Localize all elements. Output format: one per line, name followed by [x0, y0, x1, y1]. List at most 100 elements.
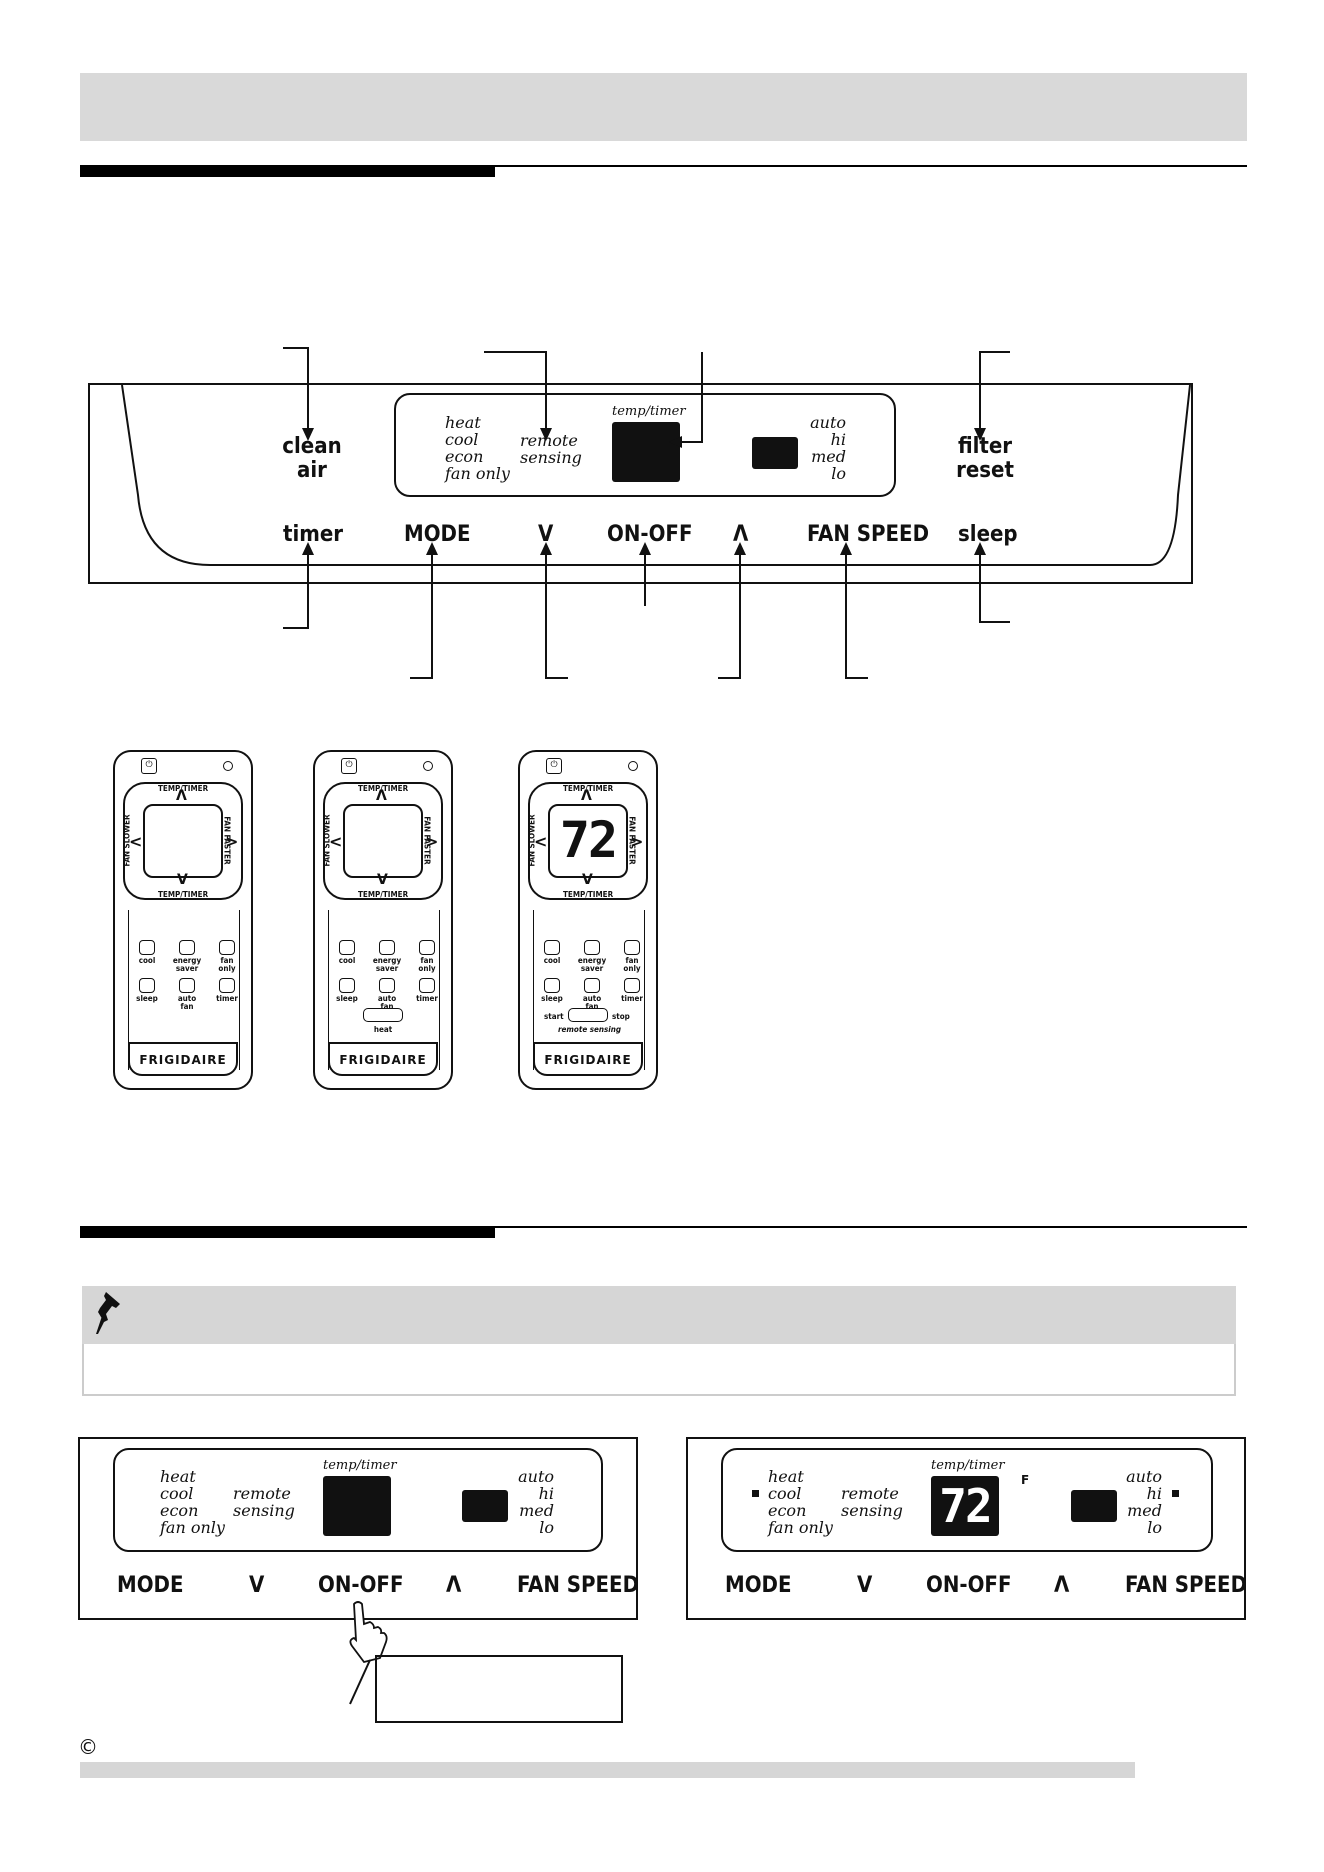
start-label: start — [544, 1012, 564, 1021]
power-icon[interactable]: ⏻ — [546, 758, 562, 774]
timer-button[interactable] — [219, 978, 235, 993]
panel-on-state — [686, 1437, 1246, 1620]
header-band — [80, 73, 1247, 141]
remote-3: ⏻ 72 TEMP/TIMER TEMP/TIMER FAN SLOWER FA… — [518, 750, 658, 1090]
remote-screen — [343, 804, 423, 878]
panel-on-fan-speed-button[interactable]: FAN SPEED — [1125, 1573, 1248, 1598]
section-rule-top — [80, 165, 495, 177]
remote-sensing-label: remote sensing — [520, 431, 582, 467]
temp-timer-bottom-label: TEMP/TIMER — [563, 890, 614, 899]
down-button[interactable]: V — [538, 522, 554, 547]
panel-on-remote-sensing: remote sensing — [841, 1484, 903, 1520]
power-icon[interactable]: ⏻ — [341, 758, 357, 774]
temp-timer-label: temp/timer — [612, 404, 686, 419]
auto-fan-button[interactable] — [179, 978, 195, 993]
fan-speed-button[interactable]: FAN SPEED — [807, 522, 930, 547]
remote-screen — [548, 804, 628, 878]
panel-off-temp-display — [323, 1476, 391, 1536]
remote-right-button[interactable]: > — [225, 832, 239, 851]
up-button[interactable]: Λ — [733, 522, 749, 547]
auto-fan-button[interactable] — [379, 978, 395, 993]
cool-button[interactable] — [544, 940, 560, 955]
remote-left-button[interactable]: < — [129, 832, 143, 851]
panel-off-on-off-button[interactable]: ON-OFF — [318, 1573, 404, 1598]
panel-on-temp-timer: temp/timer — [931, 1458, 1005, 1473]
fan-only-button[interactable] — [624, 940, 640, 955]
remote-right-button[interactable]: > — [630, 832, 644, 851]
remote-up-button[interactable]: Λ — [581, 788, 592, 804]
panel-off-fan-speed-labels: auto hi med lo — [518, 1467, 554, 1537]
panel-off-up-button[interactable]: Λ — [446, 1573, 462, 1598]
pushpin-icon — [96, 1292, 120, 1334]
panel-on-up-button[interactable]: Λ — [1054, 1573, 1070, 1598]
cool-label: cool — [138, 956, 156, 965]
remote-down-button[interactable]: V — [177, 872, 188, 888]
cool-button[interactable] — [339, 940, 355, 955]
temp-timer-top-label: TEMP/TIMER — [158, 784, 209, 793]
panel-outline — [121, 385, 1191, 566]
clean-air-button[interactable]: clean air — [282, 435, 342, 483]
cool-label: cool — [338, 956, 356, 965]
auto-fan-button[interactable] — [584, 978, 600, 993]
indicator-light-icon — [628, 761, 638, 771]
energy-saver-button[interactable] — [179, 940, 195, 955]
cool-button[interactable] — [139, 940, 155, 955]
sleep-button[interactable] — [339, 978, 355, 993]
panel-on-on-off-button[interactable]: ON-OFF — [926, 1573, 1012, 1598]
remote-down-button[interactable]: V — [377, 872, 388, 888]
panel-off-temp-timer: temp/timer — [323, 1458, 397, 1473]
control-panel — [88, 383, 1193, 584]
pointing-hand-icon — [349, 1601, 388, 1705]
remote-sensing-button[interactable] — [568, 1008, 608, 1022]
fan-speed-labels: auto hi med lo — [810, 413, 846, 483]
note-body — [82, 1344, 1236, 1396]
filter-reset-label-2: reset — [956, 458, 1014, 483]
panel-off-mode-button[interactable]: MODE — [117, 1573, 184, 1598]
heat-button[interactable] — [363, 1008, 403, 1022]
energy-saver-label: energy saver — [577, 956, 607, 973]
timer-button[interactable] — [419, 978, 435, 993]
sleep-button[interactable]: sleep — [958, 522, 1018, 547]
temp-timer-bottom-label: TEMP/TIMER — [158, 890, 209, 899]
clean-air-label-2: air — [297, 458, 327, 483]
panel-off-fan-speed-button[interactable]: FAN SPEED — [517, 1573, 640, 1598]
panel-on-down-button[interactable]: V — [857, 1573, 873, 1598]
temp-unit-label: F — [1021, 1473, 1030, 1487]
remote-brand-plate — [328, 1042, 438, 1076]
panel-off-down-button[interactable]: V — [249, 1573, 265, 1598]
footer-band — [80, 1762, 1135, 1778]
remote-brand-plate — [533, 1042, 643, 1076]
remote-screen — [143, 804, 223, 878]
filter-reset-button[interactable]: filter reset — [950, 435, 1020, 483]
fan-only-button[interactable] — [219, 940, 235, 955]
sleep-button[interactable] — [544, 978, 560, 993]
temp-display — [612, 422, 680, 482]
energy-saver-button[interactable] — [379, 940, 395, 955]
energy-saver-button[interactable] — [584, 940, 600, 955]
mode-button[interactable]: MODE — [404, 522, 471, 547]
timer-label: timer — [216, 994, 238, 1003]
remote-down-button[interactable]: V — [582, 872, 593, 888]
remote-right-button[interactable]: > — [425, 832, 439, 851]
fan-only-label: fan only — [218, 956, 236, 973]
remote-left-button[interactable]: < — [329, 832, 343, 851]
indicator-light-icon — [223, 761, 233, 771]
on-off-button[interactable]: ON-OFF — [607, 522, 693, 547]
stop-label: stop — [612, 1012, 630, 1021]
remote-up-button[interactable]: Λ — [176, 788, 187, 804]
section-rule-bottom — [80, 1226, 495, 1238]
panel-off-fan-display — [462, 1490, 508, 1522]
fan-only-label: fan only — [623, 956, 641, 973]
timer-button[interactable]: timer — [283, 522, 344, 547]
remote-left-button[interactable]: < — [534, 832, 548, 851]
timer-button[interactable] — [624, 978, 640, 993]
temp-timer-bottom-label: TEMP/TIMER — [358, 890, 409, 899]
remote-up-button[interactable]: Λ — [376, 788, 387, 804]
panel-on-mode-button[interactable]: MODE — [725, 1573, 792, 1598]
temp-timer-top-label: TEMP/TIMER — [358, 784, 409, 793]
sleep-label: sleep — [541, 994, 563, 1003]
power-icon[interactable]: ⏻ — [141, 758, 157, 774]
mode-indicator-icon — [752, 1490, 759, 1497]
sleep-button[interactable] — [139, 978, 155, 993]
fan-only-button[interactable] — [419, 940, 435, 955]
